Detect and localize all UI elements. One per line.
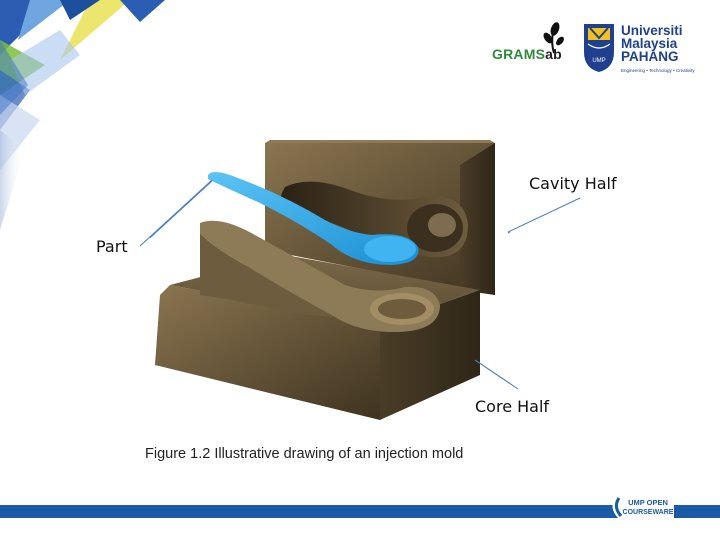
grams-lab-logo: GRAMSab	[492, 46, 562, 62]
university-name-line1: Universiti	[621, 23, 683, 38]
ocw-line2: COURSEWARE	[623, 509, 674, 516]
lab-text: ab	[545, 46, 562, 62]
footer-bar	[0, 505, 720, 518]
leaf-icon	[543, 22, 564, 54]
cavity-half	[265, 140, 495, 295]
cavity-half-label: Cavity Half	[529, 174, 617, 193]
ocw-line1: UMP OPEN	[628, 498, 668, 507]
core-pointer	[474, 359, 519, 390]
figure-caption: Figure 1.2 Illustrative drawing of an in…	[145, 446, 464, 462]
cavity-pointer	[507, 197, 581, 233]
part-label: Part	[96, 237, 128, 256]
university-name: Universiti Malaysia PAHANG	[621, 23, 683, 64]
injection-mold-illustration	[150, 140, 510, 420]
grams-text: GRAMS	[492, 46, 546, 62]
corner-decoration	[0, 0, 165, 230]
core-half-label: Core Half	[475, 397, 550, 416]
shield-text: UMP	[592, 58, 605, 64]
university-tagline: Engineering • Technology • Creativity	[621, 68, 695, 73]
spoon-part	[208, 172, 419, 265]
core-half	[155, 220, 480, 420]
ump-open-courseware-logo: UMP OPEN COURSEWARE	[612, 496, 674, 518]
part-pointer	[139, 179, 213, 247]
part-leader-line	[150, 180, 213, 239]
university-name-line2: Malaysia	[621, 36, 678, 51]
ump-shield-icon: UMP	[584, 24, 614, 72]
university-name-line3: PAHANG	[621, 49, 679, 64]
